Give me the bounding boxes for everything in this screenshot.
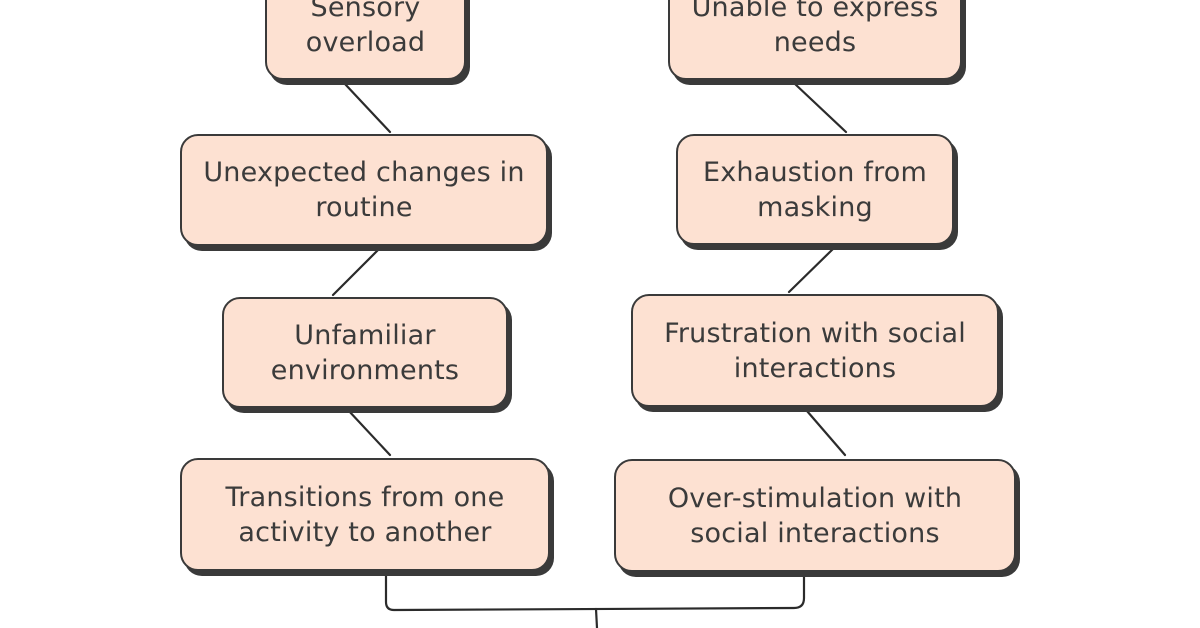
node-exhaustion-from-masking: Exhaustion from masking xyxy=(676,134,954,245)
node-label: Exhaustion from masking xyxy=(702,156,927,223)
connector-right-1-2 xyxy=(793,82,848,134)
connector-merge-down xyxy=(594,607,599,628)
node-unable-to-express-needs: Unable to express needs xyxy=(668,0,962,80)
node-frustration-social: Frustration with social interactions xyxy=(631,294,999,407)
node-label: Transitions from one activity to another xyxy=(225,481,505,548)
node-label: Over-stimulation with social interaction… xyxy=(667,482,963,549)
connector-left-3-4 xyxy=(346,408,392,457)
node-unfamiliar-environments: Unfamiliar environments xyxy=(222,297,508,408)
node-over-stimulation-social: Over-stimulation with social interaction… xyxy=(614,459,1016,572)
node-transitions: Transitions from one activity to another xyxy=(180,458,550,571)
connector-merge xyxy=(384,573,806,612)
node-label: Unable to express needs xyxy=(691,0,939,58)
connector-right-2-3 xyxy=(787,245,837,294)
connector-right-3-4 xyxy=(805,409,847,457)
node-unexpected-changes: Unexpected changes in routine xyxy=(180,134,548,246)
node-label: Unexpected changes in routine xyxy=(203,157,525,223)
node-label: Sensory overload xyxy=(305,0,426,58)
node-sensory-overload: Sensory overload xyxy=(265,0,466,80)
node-label: Frustration with social interactions xyxy=(664,317,966,384)
connector-left-1-2 xyxy=(343,82,392,134)
node-label: Unfamiliar environments xyxy=(270,319,460,386)
connector-left-2-3 xyxy=(331,246,382,297)
